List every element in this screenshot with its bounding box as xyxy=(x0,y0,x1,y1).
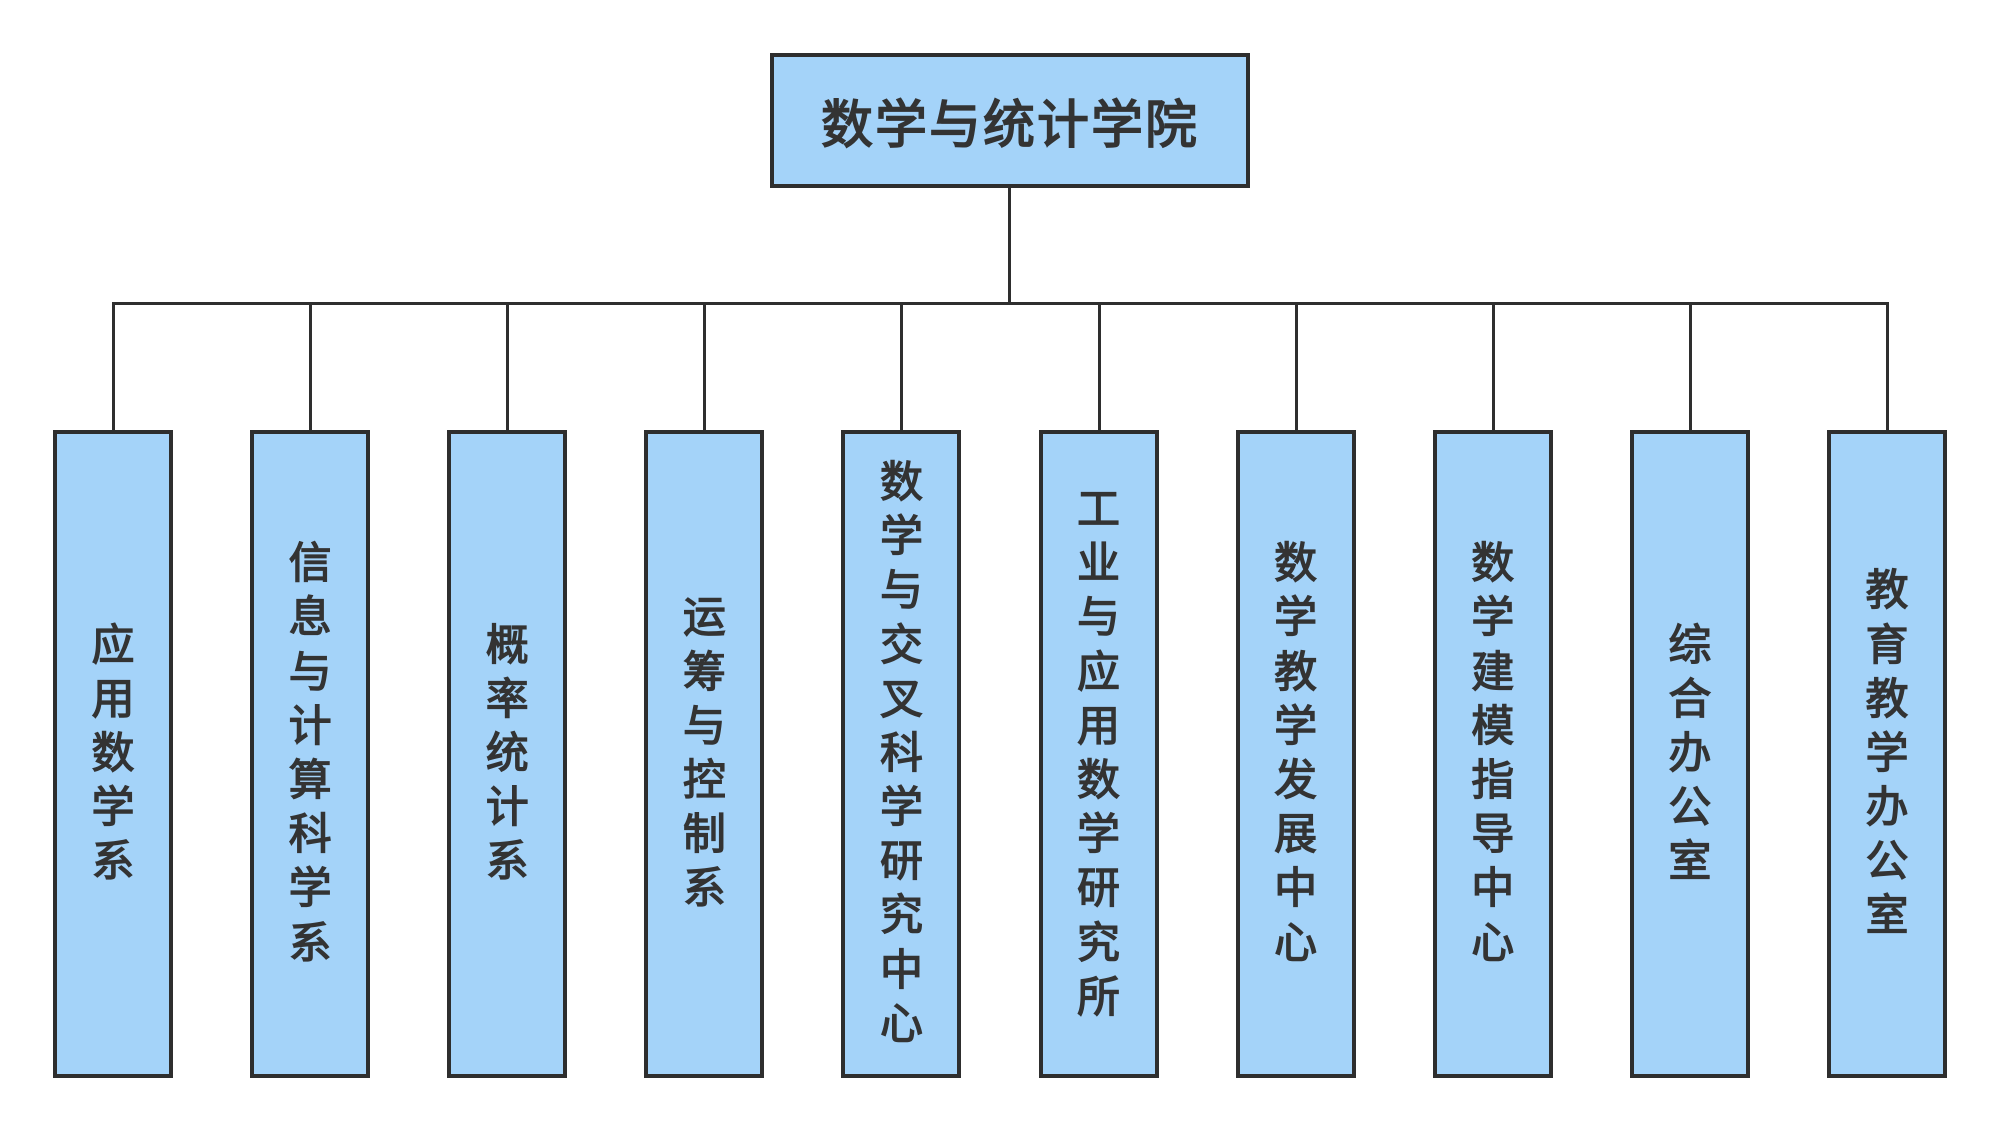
department-node-label: 信 息 与 计 算 科 学 系 xyxy=(288,540,332,968)
connector-drop xyxy=(1491,302,1495,430)
department-node: 数 学 建 模 指 导 中 心 xyxy=(1432,430,1553,1078)
root-node: 数学与统计学院 xyxy=(770,53,1250,188)
department-node: 信 息 与 计 算 科 学 系 xyxy=(250,430,371,1078)
department-node-label: 数 学 教 学 发 展 中 心 xyxy=(1274,540,1318,968)
department-node: 运 筹 与 控 制 系 xyxy=(644,430,765,1078)
connector-drop xyxy=(1294,302,1298,430)
department-node-label: 工 业 与 应 用 数 学 研 究 所 xyxy=(1077,486,1121,1022)
connector-drop xyxy=(1885,302,1889,430)
connector-drop xyxy=(899,302,903,430)
departments-row: 应 用 数 学 系 信 息 与 计 算 科 学 系 概 率 统 计 系 运 筹 … xyxy=(53,430,1947,1078)
department-node-label: 概 率 统 计 系 xyxy=(485,621,529,887)
department-node: 综 合 办 公 室 xyxy=(1629,430,1750,1078)
connector-horizontal xyxy=(111,302,1889,305)
department-node: 数 学 与 交 叉 科 学 研 究 中 心 xyxy=(841,430,962,1078)
connector-drop xyxy=(111,302,115,430)
connector-stem xyxy=(1008,188,1011,305)
connector-drop xyxy=(308,302,312,430)
connector-drop xyxy=(505,302,509,430)
department-node: 工 业 与 应 用 数 学 研 究 所 xyxy=(1038,430,1159,1078)
department-node-label: 应 用 数 学 系 xyxy=(91,621,135,887)
department-node: 概 率 统 计 系 xyxy=(447,430,568,1078)
connector-drop xyxy=(1688,302,1692,430)
department-node: 数 学 教 学 发 展 中 心 xyxy=(1235,430,1356,1078)
connector-drop xyxy=(702,302,706,430)
department-node-label: 运 筹 与 控 制 系 xyxy=(682,594,726,914)
department-node-label: 综 合 办 公 室 xyxy=(1668,621,1712,887)
department-node: 教 育 教 学 办 公 室 xyxy=(1826,430,1947,1078)
department-node-label: 数 学 建 模 指 导 中 心 xyxy=(1471,540,1515,968)
department-node: 应 用 数 学 系 xyxy=(53,430,173,1078)
connector-drop xyxy=(1097,302,1101,430)
root-node-label: 数学与统计学院 xyxy=(820,97,1199,155)
department-node-label: 数 学 与 交 叉 科 学 研 究 中 心 xyxy=(879,459,923,1049)
department-node-label: 教 育 教 学 办 公 室 xyxy=(1865,567,1909,941)
